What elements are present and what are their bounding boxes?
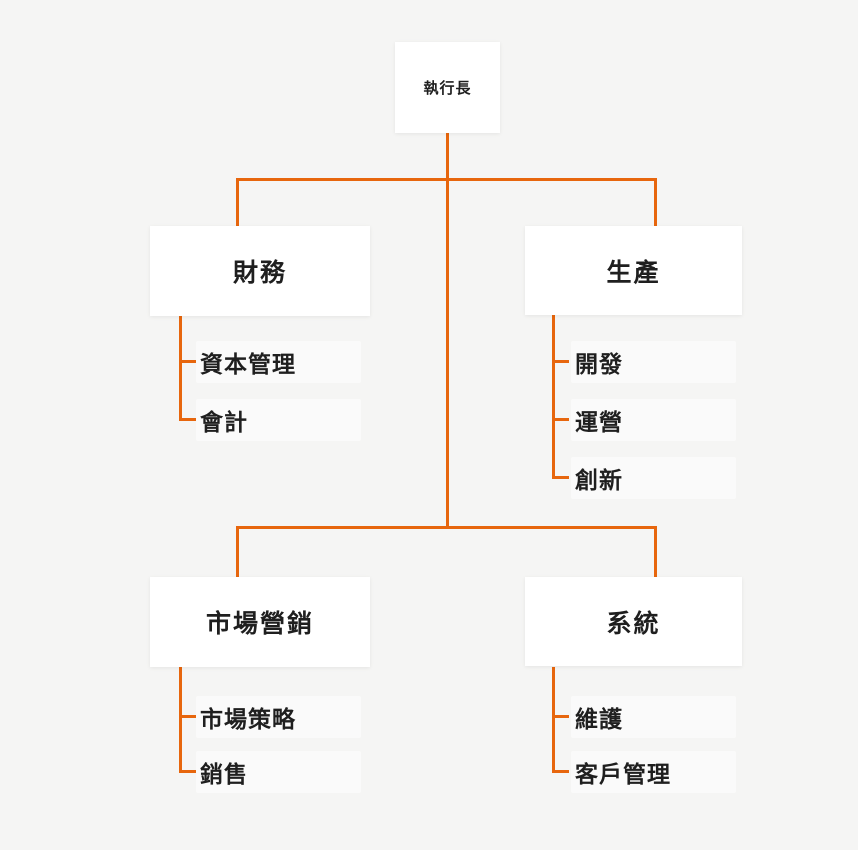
node-finance: 財務	[150, 226, 370, 316]
connector-drop-systems	[654, 526, 657, 577]
node-finance-label: 財務	[232, 259, 287, 287]
leaf-market-strategy: 市場策略	[196, 696, 361, 738]
connector-top-branch	[236, 178, 657, 181]
connector-production-stub-3	[552, 476, 569, 479]
connector-production-stub-2	[552, 418, 569, 421]
connector-marketing-stub-2	[179, 770, 196, 773]
leaf-innovation: 創新	[571, 457, 736, 499]
node-marketing-label: 市場營銷	[205, 610, 314, 638]
node-production-label: 生產	[606, 258, 661, 287]
connector-finance-spine	[179, 316, 182, 421]
connector-drop-finance	[236, 178, 239, 226]
connector-finance-stub-1	[179, 360, 196, 363]
leaf-market-strategy-label: 市場策略	[200, 706, 296, 732]
connector-bottom-branch	[236, 526, 657, 529]
leaf-development-label: 開發	[575, 351, 623, 377]
leaf-maintenance: 維護	[571, 696, 736, 738]
node-ceo: 執行長	[395, 42, 500, 133]
leaf-operations-label: 運營	[575, 409, 623, 435]
node-marketing: 市場營銷	[150, 577, 370, 667]
connector-drop-production	[654, 178, 657, 226]
connector-root-stem	[446, 133, 449, 529]
node-ceo-label: 執行長	[423, 80, 472, 97]
leaf-operations: 運營	[571, 399, 736, 441]
leaf-sales-label: 銷售	[200, 761, 248, 787]
connector-marketing-stub-1	[179, 715, 196, 718]
leaf-innovation-label: 創新	[575, 467, 623, 493]
leaf-customer-management-label: 客戶管理	[575, 761, 671, 787]
connector-drop-marketing	[236, 526, 239, 577]
leaf-maintenance-label: 維護	[575, 706, 623, 732]
connector-systems-stub-1	[552, 715, 569, 718]
leaf-capital-management: 資本管理	[196, 341, 361, 383]
leaf-development: 開發	[571, 341, 736, 383]
node-systems-label: 系統	[606, 609, 661, 638]
leaf-customer-management: 客戶管理	[571, 751, 736, 793]
leaf-accounting: 會計	[196, 399, 361, 441]
node-systems: 系統	[525, 577, 742, 666]
node-production: 生產	[525, 226, 742, 315]
connector-finance-stub-2	[179, 418, 196, 421]
leaf-sales: 銷售	[196, 751, 361, 793]
connector-production-spine	[552, 315, 555, 479]
connector-production-stub-1	[552, 360, 569, 363]
connector-systems-spine	[552, 667, 555, 773]
leaf-capital-management-label: 資本管理	[200, 351, 296, 377]
leaf-accounting-label: 會計	[200, 409, 248, 435]
connector-systems-stub-2	[552, 770, 569, 773]
connector-marketing-spine	[179, 667, 182, 773]
